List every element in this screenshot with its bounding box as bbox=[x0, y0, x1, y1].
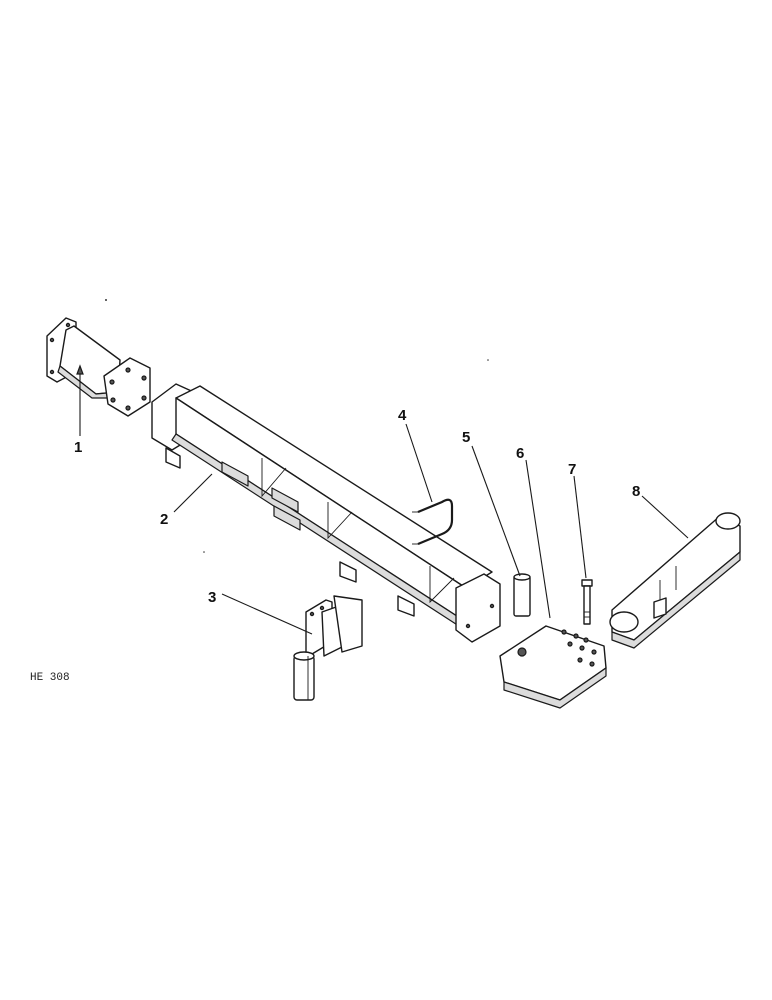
callout-8: 8 bbox=[632, 483, 640, 500]
figure-code: HE 308 bbox=[30, 672, 70, 684]
leader-4 bbox=[405, 423, 433, 503]
leader-3 bbox=[221, 593, 313, 635]
leader-lines bbox=[76, 364, 689, 635]
part-3-pivot-arm bbox=[293, 595, 363, 701]
part-8-telescoping-arm bbox=[609, 512, 741, 649]
callout-1: 1 bbox=[74, 439, 82, 456]
callout-6: 6 bbox=[516, 445, 524, 462]
leader-6 bbox=[525, 459, 551, 619]
part-2-main-frame bbox=[151, 383, 501, 643]
scan-speck bbox=[105, 299, 107, 301]
leader-5 bbox=[471, 445, 521, 577]
callout-2: 2 bbox=[160, 511, 168, 528]
scan-speck bbox=[487, 359, 489, 361]
part-4-u-bolt bbox=[412, 498, 454, 546]
callout-7: 7 bbox=[568, 461, 576, 478]
callout-4: 4 bbox=[398, 407, 407, 424]
leader-7 bbox=[573, 475, 587, 579]
part-7-bolt bbox=[581, 579, 593, 625]
part-1-tapered-tube bbox=[46, 317, 151, 417]
callout-3: 3 bbox=[208, 589, 216, 606]
callout-5: 5 bbox=[462, 429, 470, 446]
part-5-pin bbox=[513, 573, 531, 617]
part-6-hitch-bracket bbox=[499, 625, 607, 709]
callout-labels: 1 2 3 4 5 6 7 8 bbox=[74, 407, 640, 606]
leader-2 bbox=[173, 473, 213, 513]
leader-8 bbox=[641, 495, 689, 539]
scan-speck bbox=[203, 551, 205, 553]
